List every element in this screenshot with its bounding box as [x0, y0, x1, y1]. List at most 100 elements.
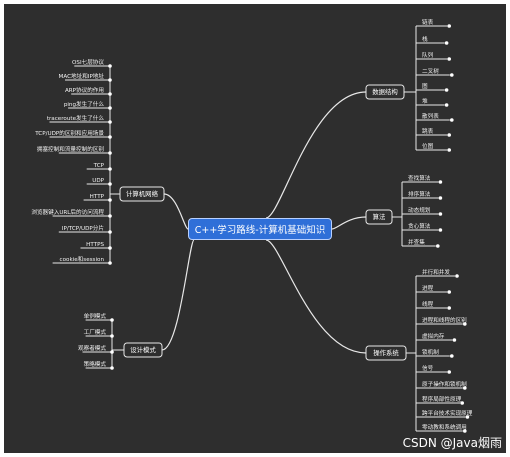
ds-item-dot — [450, 118, 454, 122]
ds-branch-label: 数据结构 — [372, 87, 398, 96]
os-item-dot — [450, 354, 454, 358]
network-item-dot — [108, 135, 112, 139]
design-item-dot — [110, 318, 114, 322]
algo-item-label: 并查集 — [408, 238, 425, 246]
ds-item-label: 二叉树 — [422, 67, 439, 75]
network-item-label: TCP/UDP的区别和应用场景 — [34, 129, 104, 137]
design-branch-label: 设计模式 — [130, 345, 156, 354]
os-item-label: 并行和并发 — [422, 268, 450, 276]
algo-item-dot — [438, 196, 443, 200]
ds-connector — [265, 91, 367, 219]
algo-item-label: 贪心算法 — [408, 222, 431, 230]
ds-item-label: 散列表 — [422, 112, 439, 120]
design-item-dot — [110, 366, 114, 370]
os-item-dot — [447, 306, 452, 310]
network-item-dot — [108, 246, 112, 250]
mindmap-svg: 计算机网络 OSI七层协议 MAC地址和IP地址 ARP协议的作用 ping发生了什么 t… — [31, 18, 473, 433]
design-item-label: 策略模式 — [84, 360, 107, 368]
os-item-label: 零动教和系统调用 — [422, 423, 467, 431]
ds-item-dot — [447, 133, 452, 137]
algo-item-label: 排序算法 — [408, 190, 431, 198]
network-item-label: ARP协议的作用 — [65, 86, 104, 94]
network-item-dot — [108, 167, 112, 171]
network-item-dot — [108, 92, 112, 96]
design-item-dot — [110, 334, 114, 338]
os-item-dot — [460, 401, 465, 405]
network-item-label: UDP — [92, 178, 104, 184]
os-item-dot — [463, 386, 467, 390]
design-connector — [161, 239, 195, 351]
network-item-dot — [108, 230, 112, 234]
design-item-label: 观察者模式 — [78, 344, 106, 352]
ds-item-label: 跳表 — [422, 127, 434, 135]
network-item-label: cookie和session — [60, 255, 105, 263]
algo-branch-label: 算法 — [373, 212, 386, 221]
network-item-dot — [108, 151, 112, 155]
ds-item-label: 堆 — [422, 97, 428, 105]
network-branch-label: 计算机网络 — [126, 189, 159, 198]
network-item-dot — [108, 78, 112, 82]
os-item-dot — [452, 338, 457, 342]
design-item-label: 工厂模式 — [84, 328, 107, 336]
network-connector — [163, 193, 189, 230]
ds-item-dot — [450, 73, 454, 77]
os-item-dot — [465, 415, 470, 419]
ds-item-label: 队列 — [422, 51, 434, 59]
algo-item-label: 查找算法 — [408, 174, 431, 182]
ds-item-dot — [444, 41, 449, 45]
network-item-label: IP/TCP/UDP分片 — [62, 224, 105, 232]
network-item-dot — [108, 198, 112, 202]
network-item-label: ping发生了什么 — [64, 100, 105, 108]
os-item-dot — [463, 322, 467, 326]
os-item-label: 锁机制 — [422, 348, 439, 356]
watermark: CSDN @Java烟雨 — [402, 436, 502, 450]
network-item-label: TCP — [93, 163, 105, 169]
os-item-label: 虚拟内存 — [422, 332, 445, 340]
algo-item-dot — [438, 180, 443, 184]
os-item-label: 进程和线程的区别 — [422, 316, 467, 324]
ds-item-label: 链表 — [422, 18, 434, 26]
os-item-dot — [447, 290, 452, 294]
network-item-label: 拥塞控制和流量控制的区别 — [37, 145, 105, 153]
algo-item-dot — [438, 212, 443, 216]
network-item-dot — [108, 120, 112, 124]
os-item-label: 程序局部性原理 — [422, 395, 462, 403]
network-item-dot — [108, 182, 112, 186]
algo-item-label: 动态规划 — [408, 206, 431, 214]
ds-item-dot — [444, 88, 449, 92]
os-item-label: 信号 — [422, 364, 434, 372]
ds-item-label: 位图 — [422, 142, 434, 150]
ds-item-dot — [447, 24, 452, 28]
ds-item-dot — [447, 57, 452, 61]
os-item-dot — [463, 429, 467, 433]
os-item-dot — [447, 370, 452, 374]
network-item-dot — [108, 64, 112, 68]
os-branch-label: 操作系统 — [373, 348, 399, 357]
os-item-dot — [455, 274, 459, 278]
network-item-dot — [108, 261, 112, 265]
network-item-label: 浏览器键入URL后的访问流程 — [31, 208, 104, 216]
algo-item-dot — [436, 244, 440, 248]
design-item-dot — [110, 350, 114, 354]
network-item-label: OSI七层协议 — [72, 58, 104, 66]
os-item-label: 原子操作和锁机制 — [422, 380, 467, 388]
network-item-label: HTTPS — [86, 242, 104, 248]
network-item-dot — [108, 106, 112, 110]
ds-item-label: 图 — [422, 82, 428, 90]
os-connector — [265, 239, 367, 354]
design-item-label: 单例模式 — [84, 312, 107, 320]
ds-item-dot — [447, 148, 452, 152]
network-item-label: traceroute发生了什么 — [47, 114, 105, 122]
os-item-label: 进程 — [422, 284, 434, 292]
network-item-label: MAC地址和IP地址 — [59, 72, 105, 80]
ds-item-dot — [444, 103, 449, 107]
os-item-label: 跨平台技术实现原理 — [422, 409, 473, 417]
mindmap-canvas: 计算机网络 OSI七层协议 MAC地址和IP地址 ARP协议的作用 ping发生了什么 t… — [4, 4, 506, 453]
network-item-label: HTTP — [90, 194, 105, 200]
central-topic[interactable]: C++学习路线-计算机基础知识 — [188, 218, 332, 240]
network-item-dot — [108, 214, 112, 218]
ds-item-label: 栈 — [422, 35, 428, 43]
algo-connector — [331, 216, 367, 230]
algo-item-dot — [438, 228, 443, 232]
os-item-label: 线程 — [422, 300, 434, 308]
